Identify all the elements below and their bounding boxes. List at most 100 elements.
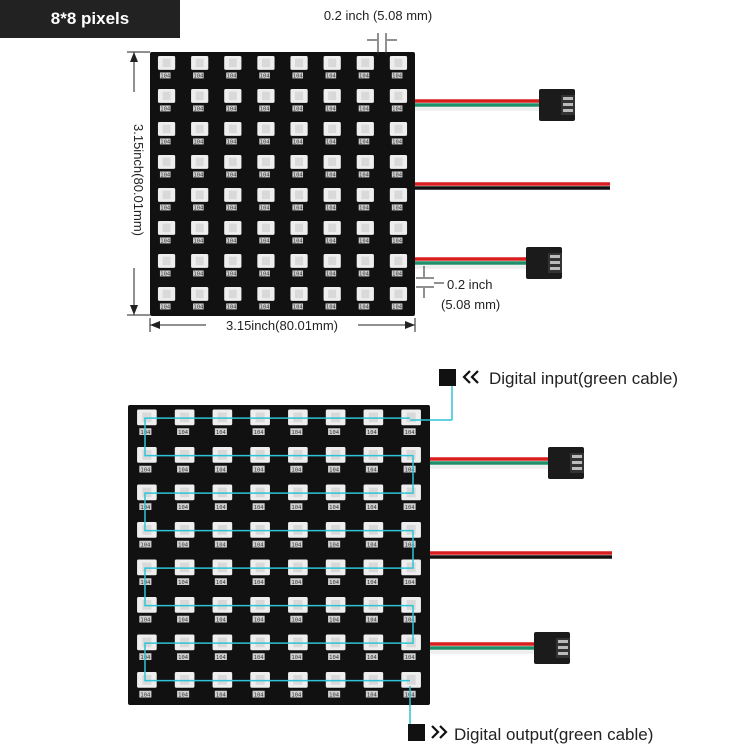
led-die bbox=[261, 289, 270, 299]
capacitor bbox=[226, 204, 237, 211]
side-pitch-label-line1: 0.2 inch bbox=[447, 277, 493, 292]
chip-label: 104 bbox=[291, 580, 302, 586]
chip-label: 104 bbox=[359, 172, 370, 178]
chip-label: 104 bbox=[329, 467, 340, 473]
chip-label: 104 bbox=[254, 505, 265, 511]
chip-label: 104 bbox=[392, 304, 403, 310]
led-die bbox=[195, 256, 204, 266]
capacitor bbox=[214, 615, 227, 623]
capacitor bbox=[290, 615, 303, 623]
chip-label: 104 bbox=[359, 238, 370, 244]
capacitor bbox=[252, 428, 265, 435]
chip-label: 104 bbox=[293, 73, 304, 79]
capacitor bbox=[358, 237, 370, 244]
chip-label: 104 bbox=[260, 238, 271, 244]
led-die bbox=[228, 223, 237, 233]
data-flow-path bbox=[144, 417, 414, 682]
chip-label: 104 bbox=[405, 430, 416, 436]
capacitor bbox=[159, 138, 171, 145]
chip-label: 104 bbox=[140, 617, 151, 623]
capacitor bbox=[226, 171, 237, 178]
chip-label: 104 bbox=[193, 271, 204, 277]
chip-label: 104 bbox=[392, 271, 403, 277]
connector-pin bbox=[572, 455, 582, 458]
led-die bbox=[295, 91, 304, 101]
chip-label: 104 bbox=[329, 617, 340, 623]
led-die bbox=[394, 223, 403, 233]
chip-label: 104 bbox=[405, 655, 416, 661]
pcb-board bbox=[150, 52, 415, 316]
digital-output-callout: Digital output(green cable) bbox=[408, 686, 653, 744]
connector-pin bbox=[563, 103, 573, 106]
chip-label: 104 bbox=[367, 430, 378, 436]
led-die bbox=[328, 223, 337, 233]
capacitor bbox=[159, 72, 171, 79]
led-die bbox=[295, 256, 304, 266]
cable-signal bbox=[411, 89, 575, 121]
led-die bbox=[361, 157, 370, 167]
chip-label: 104 bbox=[160, 106, 171, 112]
chip-label: 104 bbox=[260, 73, 271, 79]
capacitor bbox=[292, 204, 304, 211]
led-die bbox=[228, 190, 237, 200]
capacitor bbox=[290, 653, 303, 660]
led-die bbox=[195, 289, 204, 299]
chip-label: 104 bbox=[359, 73, 370, 79]
led-die bbox=[361, 256, 370, 266]
capacitor bbox=[365, 540, 378, 548]
chip-label: 104 bbox=[329, 655, 340, 661]
capacitor bbox=[177, 653, 190, 660]
chip-label: 104 bbox=[193, 73, 204, 79]
chip-label: 104 bbox=[254, 542, 265, 548]
capacitor bbox=[403, 465, 416, 473]
capacitor bbox=[391, 237, 403, 244]
cable-power bbox=[426, 551, 612, 559]
led-die bbox=[261, 58, 270, 68]
capacitor bbox=[252, 465, 265, 473]
chip-label: 104 bbox=[216, 580, 227, 586]
led-die bbox=[361, 223, 370, 233]
chip-label: 104 bbox=[254, 655, 265, 661]
capacitor bbox=[259, 270, 270, 277]
chip-label: 104 bbox=[405, 467, 416, 473]
double-chevron-left-icon bbox=[462, 370, 479, 384]
chip-label: 104 bbox=[227, 304, 238, 310]
capacitor bbox=[391, 171, 403, 178]
capacitor bbox=[358, 270, 370, 277]
chip-label: 104 bbox=[216, 505, 227, 511]
capacitor bbox=[328, 653, 341, 660]
bottom-led-matrix: 104 104 104 104 104 104 104 104 104 104 104 104 104 1… bbox=[128, 405, 612, 705]
chip-label: 104 bbox=[367, 505, 378, 511]
capacitor bbox=[391, 105, 403, 112]
capacitor bbox=[292, 138, 304, 145]
capacitor bbox=[325, 138, 337, 145]
led-die bbox=[328, 124, 337, 134]
chip-label: 104 bbox=[326, 73, 337, 79]
led-die bbox=[361, 289, 370, 299]
chip-label: 104 bbox=[291, 430, 302, 436]
chip-label: 104 bbox=[193, 139, 204, 145]
chip-label: 104 bbox=[359, 271, 370, 277]
chip-label: 104 bbox=[329, 505, 340, 511]
chip-label: 104 bbox=[140, 542, 151, 548]
capacitor bbox=[226, 72, 237, 79]
chip-label: 104 bbox=[326, 139, 337, 145]
capacitor bbox=[290, 503, 303, 510]
capacitor bbox=[193, 138, 204, 145]
capacitor bbox=[358, 138, 370, 145]
led-die bbox=[228, 256, 237, 266]
led-die bbox=[195, 91, 204, 101]
capacitor bbox=[290, 578, 303, 585]
side-pitch-dimension: 0.2 inch (5.08 mm) bbox=[416, 266, 500, 312]
chip-label: 104 bbox=[216, 467, 227, 473]
connector-pin bbox=[572, 461, 582, 464]
capacitor bbox=[259, 204, 270, 211]
chip-label: 104 bbox=[359, 304, 370, 310]
top-pitch-label: 0.2 inch (5.08 mm) bbox=[324, 8, 432, 23]
chip-label: 104 bbox=[178, 580, 189, 586]
chip-label: 104 bbox=[178, 467, 189, 473]
chip-label: 104 bbox=[254, 692, 265, 698]
chip-label: 104 bbox=[367, 542, 378, 548]
led-die bbox=[394, 289, 403, 299]
capacitor bbox=[252, 578, 265, 585]
